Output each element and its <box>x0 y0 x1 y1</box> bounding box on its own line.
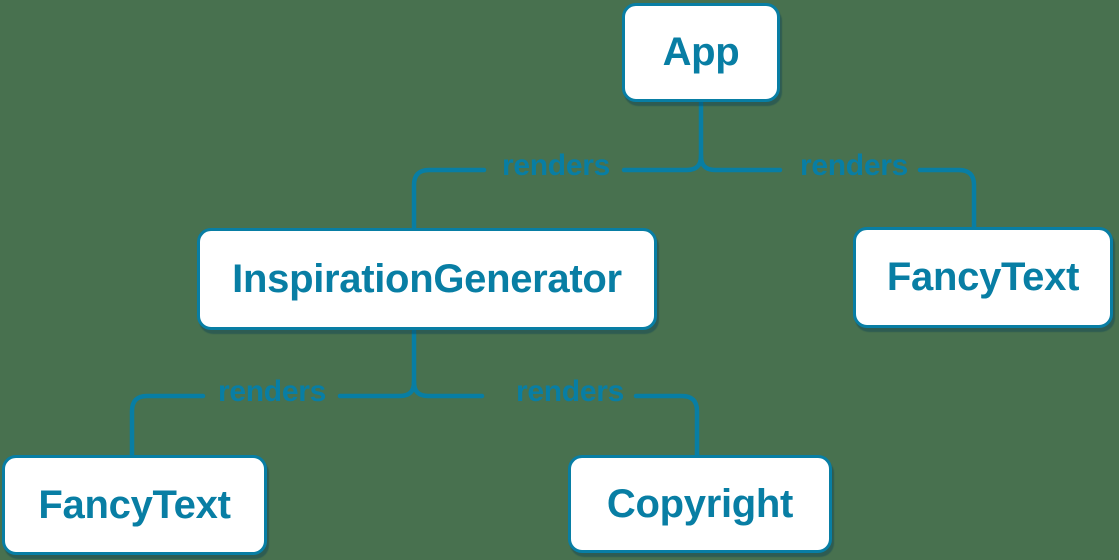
edge-label-renders-1: renders <box>502 149 610 182</box>
node-app-label: App <box>662 30 740 74</box>
edge-label-renders-3: renders <box>218 375 326 408</box>
node-copyright: Copyright <box>568 455 832 553</box>
node-fancy-text-bottom-label: FancyText <box>38 482 231 527</box>
node-fancy-text-bottom: FancyText <box>2 455 267 555</box>
node-inspiration-generator-label: InspirationGenerator <box>232 256 622 301</box>
node-fancy-text-top-label: FancyText <box>886 255 1080 299</box>
edge-label-renders-2: renders <box>800 149 908 182</box>
node-fancy-text-top: FancyText <box>853 227 1113 328</box>
node-inspiration-generator: InspirationGenerator <box>197 228 657 330</box>
node-copyright-label: Copyright <box>606 481 794 526</box>
node-app: App <box>622 3 780 102</box>
edge-label-renders-4: renders <box>516 375 624 408</box>
